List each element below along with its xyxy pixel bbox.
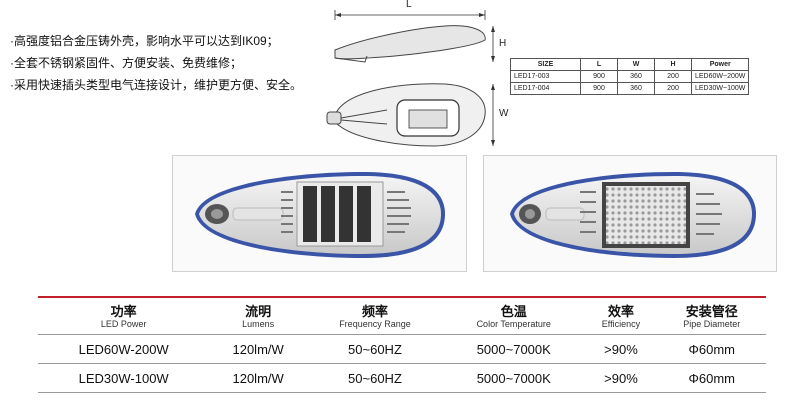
spec-cell: 360 [617, 70, 655, 83]
feature-item: ·高强度铝合金压铸外壳，影响水平可以达到IK09； [10, 34, 279, 48]
spec-cell: 900 [580, 70, 618, 83]
spec-cell: LED60W~200W [690, 70, 750, 83]
table-cell: 50~60HZ [306, 334, 444, 364]
header-zh: 流明 [245, 304, 272, 319]
spec-cell: 900 [580, 82, 618, 95]
feature-item: ·采用快速插头类型电气连接设计，维护更方便、安全。 [10, 78, 302, 92]
product-photo-smd [483, 155, 777, 272]
feature-item: ·全套不锈钢紧固件、方便安装、免费维修； [10, 56, 242, 70]
lamp-outline-drawing [326, 10, 495, 147]
product-photo-module [172, 155, 467, 272]
table-top-rule [38, 296, 766, 298]
spec-header-l: L [580, 58, 618, 71]
table-cell: Φ60mm [657, 334, 766, 364]
header-zh: 色温 [500, 304, 527, 319]
header-zh: 效率 [607, 304, 634, 319]
feature-list: ·高强度铝合金压铸外壳，影响水平可以达到IK09； ·全套不锈钢紧固件、方便安装… [10, 30, 330, 96]
height-dimension-label: H [499, 38, 507, 49]
led-module-lamp-image [195, 172, 445, 258]
led-smd-lamp-image [510, 172, 756, 258]
spec-cell: LED17-003 [510, 70, 581, 83]
spec-table-row: LED17-003 900 360 200 LED60W~200W [510, 70, 750, 83]
spec-table-row: LED17-004 900 360 200 LED30W~100W [510, 82, 750, 95]
table-cell: 120lm/W [209, 363, 307, 393]
spec-table-header: SIZE L W H Power [510, 58, 750, 71]
header-zh: 功率 [110, 304, 137, 319]
table-cell: Φ60mm [657, 363, 766, 393]
spec-cell: 200 [654, 70, 692, 83]
technical-drawing: L H W [325, 0, 515, 150]
spec-header-size: SIZE [510, 58, 581, 71]
table-cell: LED30W-100W [38, 363, 210, 393]
table-cell: 5000~7000K [443, 334, 585, 364]
spec-header-w: W [617, 58, 655, 71]
header-en: Efficiency [601, 319, 641, 329]
table-cell: >90% [584, 334, 658, 364]
length-dimension-label: L [406, 0, 412, 10]
table-cell: 120lm/W [209, 334, 307, 364]
spec-cell: 200 [654, 82, 692, 95]
header-en: Color Temperature [476, 319, 551, 329]
spec-header-h: H [654, 58, 692, 71]
table-cell: >90% [584, 363, 658, 393]
header-en: Lumens [242, 319, 275, 329]
table-row: LED30W-100W 120lm/W 50~60HZ 5000~7000K >… [38, 363, 766, 393]
table-row: LED60W-200W 120lm/W 50~60HZ 5000~7000K >… [38, 334, 766, 364]
table-cell: 5000~7000K [443, 363, 585, 393]
spec-cell: 360 [617, 82, 655, 95]
spec-cell: LED30W~100W [690, 82, 750, 95]
header-en: LED Power [100, 319, 147, 329]
table-cell: 50~60HZ [306, 363, 444, 393]
width-dimension-label: W [499, 108, 509, 119]
spec-table: SIZE L W H Power LED17-003 900 360 200 L… [510, 58, 750, 95]
spec-cell: LED17-004 [510, 82, 581, 95]
header-zh: 频率 [361, 304, 388, 319]
header-zh: 安装管径 [685, 304, 738, 319]
table-cell: LED60W-200W [38, 334, 210, 364]
spec-header-power: Power [690, 58, 750, 71]
header-en: Pipe Diameter [683, 319, 741, 329]
header-en: Frequency Range [339, 319, 411, 329]
